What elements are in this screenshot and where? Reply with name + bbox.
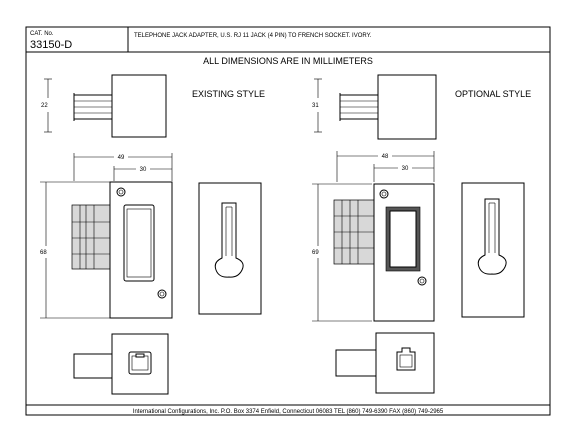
existing-overall-width: 49 bbox=[118, 155, 125, 161]
product-description: TELEPHONE JACK ADAPTER, U.S. RJ 11 JACK … bbox=[134, 33, 372, 39]
existing-plate-width: 30 bbox=[140, 167, 147, 173]
rj11-socket-icon bbox=[128, 351, 152, 375]
existing-front-plate bbox=[109, 181, 173, 319]
optional-bottom-view bbox=[335, 332, 435, 394]
company-footer: International Configurations, Inc. P.O. … bbox=[133, 409, 444, 415]
existing-plate-height: 68 bbox=[40, 250, 47, 256]
optional-plate-width: 30 bbox=[402, 166, 409, 172]
optional-top-view: 31 bbox=[312, 74, 437, 140]
existing-width-dims: 49 30 bbox=[73, 153, 173, 181]
existing-top-view: 22 bbox=[41, 74, 167, 138]
optional-style-label: OPTIONAL STYLE bbox=[455, 89, 531, 99]
optional-height-dim: 31 bbox=[312, 103, 319, 109]
screw-icon bbox=[379, 189, 389, 199]
existing-height-dim: 22 bbox=[41, 103, 48, 109]
optional-rear-view bbox=[461, 182, 525, 318]
cat-number: 33150-D bbox=[30, 39, 72, 51]
existing-style-views: EXISTING STYLE 22 49 30 bbox=[40, 74, 265, 395]
french-socket-icon bbox=[396, 347, 416, 371]
optional-front-plate bbox=[373, 183, 435, 322]
existing-style-label: EXISTING STYLE bbox=[192, 89, 265, 99]
existing-connector-side bbox=[71, 204, 113, 270]
existing-bottom-view bbox=[73, 333, 169, 395]
optional-overall-width: 48 bbox=[382, 154, 389, 160]
optional-plate-height-dim: 69 bbox=[312, 183, 372, 322]
optional-style-views: OPTIONAL STYLE 31 48 30 bbox=[312, 74, 531, 394]
optional-plate-height: 69 bbox=[312, 250, 319, 256]
existing-rear-view bbox=[198, 182, 262, 315]
existing-plate-height-dim: 68 bbox=[40, 181, 110, 319]
screw-icon bbox=[417, 276, 427, 286]
units-heading: ALL DIMENSIONS ARE IN MILLIMETERS bbox=[203, 56, 373, 66]
screw-icon bbox=[157, 289, 167, 299]
optional-width-dims: 48 30 bbox=[336, 151, 435, 182]
screw-icon bbox=[116, 187, 126, 197]
drawing-border bbox=[25, 26, 551, 416]
cat-label: CAT. No. bbox=[30, 31, 54, 37]
optional-connector-side bbox=[333, 199, 377, 265]
